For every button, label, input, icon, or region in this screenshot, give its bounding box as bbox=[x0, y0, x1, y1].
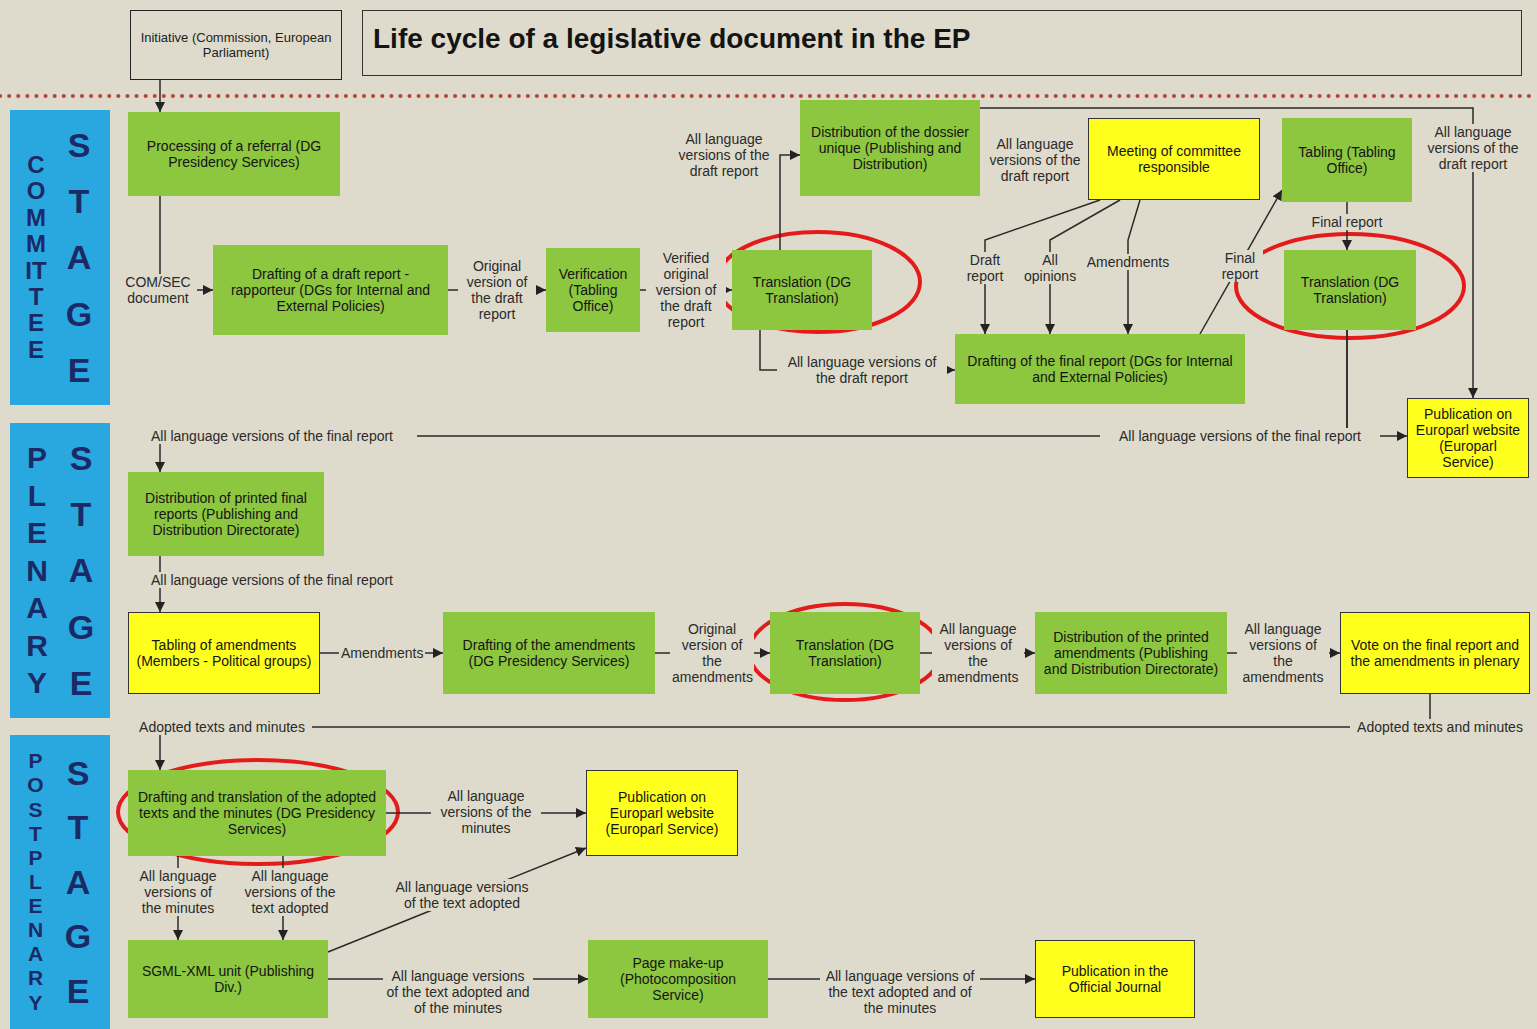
connector bbox=[328, 848, 586, 952]
edge-label: Adopted texts and minutes bbox=[1350, 719, 1530, 735]
edge-label: Amendments bbox=[339, 645, 425, 661]
stage-band: PLENARY STAGE bbox=[10, 423, 110, 718]
output-box: Vote on the final report and the amendme… bbox=[1340, 612, 1530, 694]
process-box: Translation (DG Translation) bbox=[770, 612, 920, 694]
box-text: Distribution of the printed amendments (… bbox=[1041, 629, 1221, 677]
box-text: Publication on Europarl website (Europar… bbox=[1414, 406, 1522, 470]
box-text: Verification (Tabling Office) bbox=[552, 266, 634, 314]
process-box: Drafting of the amendments (DG Presidenc… bbox=[443, 612, 655, 694]
edge-label: Draft report bbox=[957, 252, 1013, 284]
process-box: Distribution of the printed amendments (… bbox=[1035, 612, 1227, 694]
box-text: Distribution of printed final reports (P… bbox=[134, 490, 318, 538]
output-box: Meeting of committee responsible bbox=[1088, 118, 1260, 200]
stage-band: COMMITTEE STAGE bbox=[10, 110, 110, 405]
box-text: Drafting of the final report (DGs for In… bbox=[961, 353, 1239, 385]
connector bbox=[1200, 190, 1282, 334]
process-box: Processing of a referral (DG Presidency … bbox=[128, 112, 340, 196]
initiative-box: Initiative (Commission, European Parliam… bbox=[130, 10, 342, 80]
edge-label: All language versions of the draft repor… bbox=[777, 354, 947, 386]
edge-label: All language versions of the text adopte… bbox=[239, 868, 341, 916]
process-box: Drafting of a draft report - rapporteur … bbox=[213, 245, 448, 335]
stage-text: PLENARY bbox=[22, 439, 52, 702]
box-text: Processing of a referral (DG Presidency … bbox=[134, 138, 334, 170]
edge-label: All language versions of the text adopte… bbox=[820, 968, 980, 1016]
edge-label: All opinions bbox=[1022, 252, 1078, 284]
process-box: Distribution of printed final reports (P… bbox=[128, 472, 324, 556]
edge-label: All language versions of the amendments bbox=[932, 621, 1024, 685]
box-text: Translation (DG Translation) bbox=[738, 274, 866, 306]
edge-label: All language versions of the amendments bbox=[1237, 621, 1329, 685]
box-text: Translation (DG Translation) bbox=[1290, 274, 1410, 306]
edge-label: All language versions of the final repor… bbox=[127, 428, 417, 444]
process-box: SGML-XML unit (Publishing Div.) bbox=[128, 940, 328, 1018]
process-box: Drafting of the final report (DGs for In… bbox=[955, 334, 1245, 404]
box-text: Publication on Europarl website (Europar… bbox=[593, 789, 731, 837]
connector bbox=[1347, 330, 1407, 436]
output-box: Tabling of amendments (Members - Politic… bbox=[128, 612, 320, 694]
box-text: Drafting of the amendments (DG Presidenc… bbox=[449, 637, 649, 669]
diagram-title: Life cycle of a legislative document in … bbox=[362, 10, 1522, 76]
process-box: Translation (DG Translation) bbox=[1284, 250, 1416, 330]
edge-label: Verified original version of the draft r… bbox=[646, 250, 726, 330]
box-text: Tabling (Tabling Office) bbox=[1288, 144, 1406, 176]
box-text: Drafting and translation of the adopted … bbox=[134, 789, 380, 837]
process-box: Drafting and translation of the adopted … bbox=[128, 770, 386, 856]
stage-band: POSTPLENARY STAGE bbox=[10, 735, 110, 1029]
edge-label: All language versions of the draft repor… bbox=[1421, 124, 1525, 172]
box-text: Distribution of the dossier unique (Publ… bbox=[806, 124, 974, 172]
highlight-ellipse bbox=[749, 604, 941, 700]
highlight-ellipse bbox=[716, 232, 920, 332]
connector bbox=[160, 694, 1430, 770]
note-label: All language versions of the draft repor… bbox=[987, 136, 1083, 184]
divider-line bbox=[0, 94, 1537, 98]
output-box: Publication on Europarl website (Europar… bbox=[586, 770, 738, 856]
process-box: Translation (DG Translation) bbox=[732, 250, 872, 330]
stage-text: COMMITTEE bbox=[24, 152, 48, 363]
box-text: SGML-XML unit (Publishing Div.) bbox=[134, 963, 322, 995]
edge-label: Original version of the amendments bbox=[670, 621, 754, 685]
connector bbox=[160, 330, 1347, 472]
box-text: Page make-up (Photocomposition Service) bbox=[594, 955, 762, 1003]
connector bbox=[159, 80, 161, 112]
edge-label: All language versions of the final repor… bbox=[127, 572, 417, 588]
stage-text: STAGE bbox=[64, 430, 98, 710]
box-text: Translation (DG Translation) bbox=[776, 637, 914, 669]
output-box: Publication on Europarl website (Europar… bbox=[1407, 398, 1529, 478]
stage-text: STAGE bbox=[61, 746, 95, 1018]
edge-label: All language versions of the draft repor… bbox=[676, 131, 772, 179]
stage-text: POSTPLENARY bbox=[25, 749, 46, 1015]
edge-label: Original version of the draft report bbox=[458, 258, 536, 322]
edge-label: Amendments bbox=[1084, 254, 1172, 270]
output-box: Publication in the Official Journal bbox=[1035, 940, 1195, 1018]
process-box: Tabling (Tabling Office) bbox=[1282, 118, 1412, 202]
edge-label: Final report bbox=[1217, 250, 1263, 282]
process-box: Page make-up (Photocomposition Service) bbox=[588, 940, 768, 1018]
note-label: Adopted texts and minutes bbox=[132, 719, 312, 735]
highlight-ellipse bbox=[118, 760, 398, 864]
stage-text: STAGE bbox=[62, 117, 96, 397]
edge-label: All language versions of the final repor… bbox=[1100, 428, 1380, 444]
connector bbox=[780, 155, 800, 250]
box-text: Tabling of amendments (Members - Politic… bbox=[135, 637, 313, 669]
edge-label: COM/SEC document bbox=[119, 274, 197, 306]
box-text: Publication in the Official Journal bbox=[1042, 963, 1188, 995]
box-text: Meeting of committee responsible bbox=[1095, 143, 1253, 175]
edge-label: All language versions of the text adopte… bbox=[387, 879, 537, 911]
process-box: Verification (Tabling Office) bbox=[546, 248, 640, 332]
process-box: Distribution of the dossier unique (Publ… bbox=[800, 100, 980, 196]
edge-label: All language versions of the text adopte… bbox=[383, 968, 533, 1016]
highlight-ellipse bbox=[1236, 234, 1464, 338]
edge-label: Final report bbox=[1302, 214, 1392, 230]
box-text: Drafting of a draft report - rapporteur … bbox=[219, 266, 442, 314]
box-text: Vote on the final report and the amendme… bbox=[1347, 637, 1523, 669]
edge-label: All language versions of the minutes bbox=[132, 868, 224, 916]
box-text: Initiative (Commission, European Parliam… bbox=[137, 30, 335, 60]
edge-label: All language versions of the minutes bbox=[431, 788, 541, 836]
